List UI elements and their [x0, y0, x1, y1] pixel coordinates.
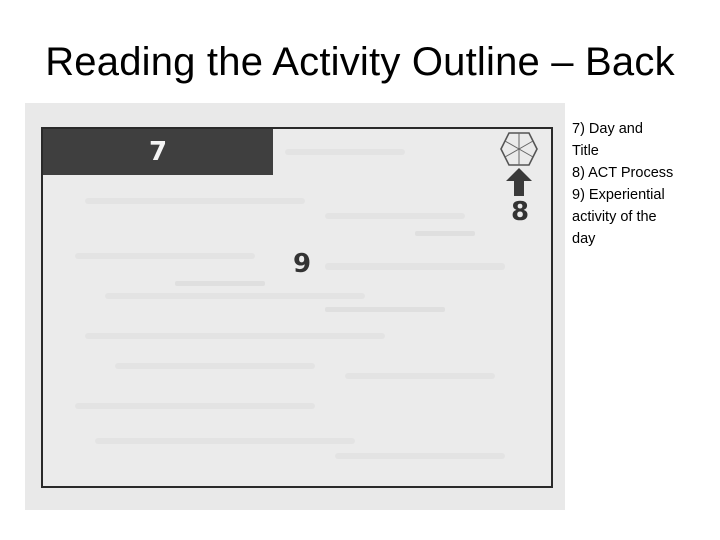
note-line: 8) ACT Process: [572, 165, 674, 181]
note-line: day: [572, 231, 596, 247]
arrow-up-icon: [506, 168, 532, 196]
note-line: 7) Day and: [572, 121, 643, 137]
label-9: 9: [293, 249, 312, 279]
activity-outline-scan: 7 8 9: [25, 103, 565, 510]
note-line: 9) Experiential: [572, 187, 665, 203]
note-line: Title: [572, 143, 599, 159]
label-8: 8: [510, 197, 530, 227]
bleed-through-texture: [65, 143, 505, 459]
day-title-bar: 7: [43, 129, 273, 175]
side-notes: 7) Day and Title 8) ACT Process 9) Exper…: [572, 118, 712, 250]
label-7: 7: [148, 137, 168, 167]
outline-frame: 7 8 9: [41, 127, 553, 488]
note-line: activity of the: [572, 209, 657, 225]
slide-title: Reading the Activity Outline – Back: [45, 40, 675, 84]
hexagon-icon: [500, 132, 538, 166]
